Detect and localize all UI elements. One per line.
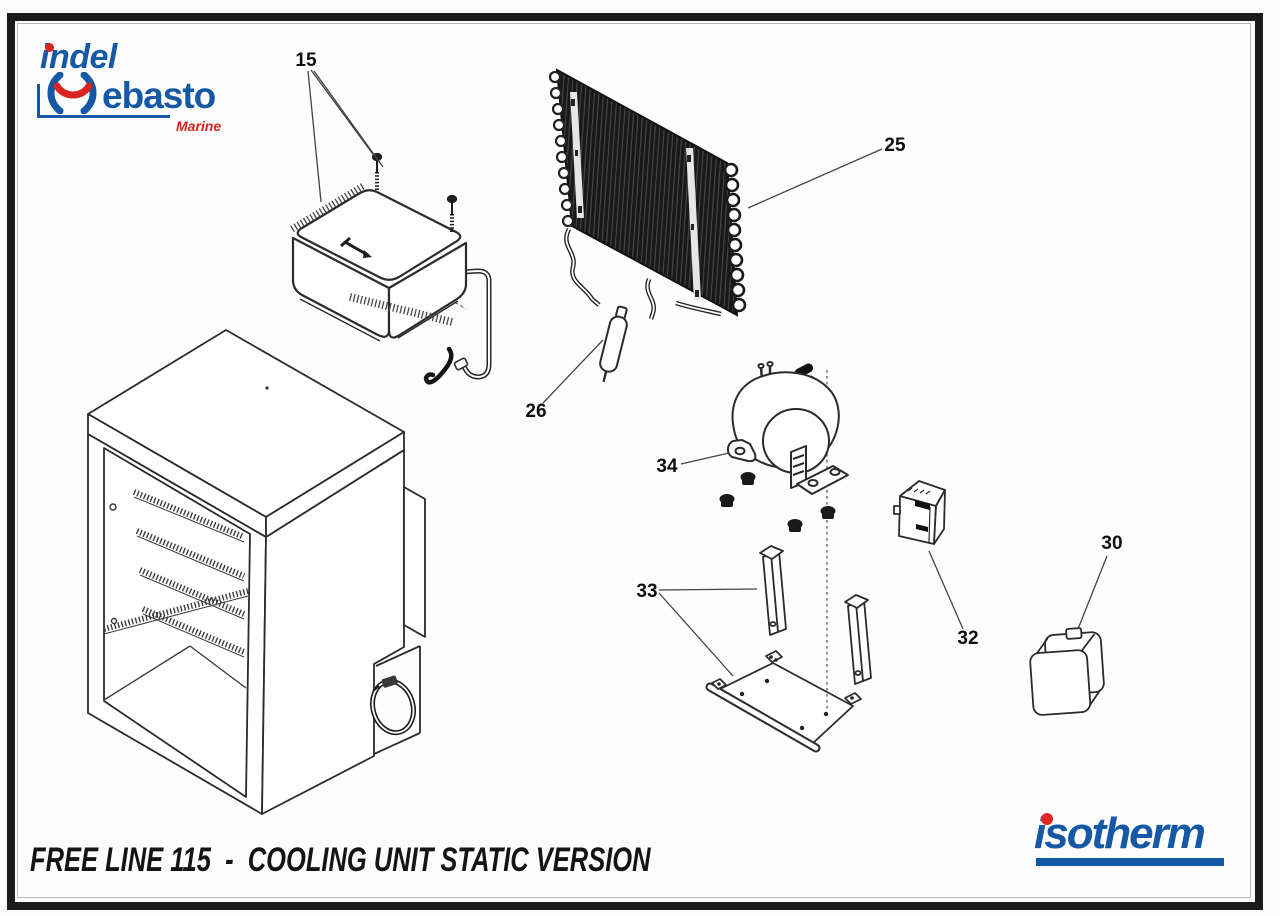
drawing-title: FREE LINE 115 - COOLING UNIT STATIC VERS… [30, 841, 651, 879]
indel-webasto-logo: indel ebasto Marine [36, 40, 246, 140]
part-label-33: 33 [636, 581, 657, 602]
isotherm-i-red-dot-icon [1041, 813, 1053, 825]
rubber-grommets [719, 472, 836, 532]
compressor [719, 361, 849, 532]
top-face-mark [265, 386, 269, 390]
electronic-control-unit [893, 480, 946, 545]
isotherm-wordmark: isotherm [1034, 809, 1206, 858]
condenser-tubes [564, 227, 722, 320]
logo-rule [37, 84, 170, 118]
part-label-26: 26 [525, 401, 546, 422]
cooling-unit-recess [373, 645, 421, 755]
part-label-34: 34 [656, 456, 678, 477]
isotherm-logo: isotherm [1034, 812, 1229, 878]
webasto-w-icon [47, 72, 97, 114]
base-plate [705, 650, 862, 753]
drawing-sheet-inner-border [17, 23, 1251, 898]
part-label-15: 15 [295, 50, 317, 71]
condenser-grid [548, 68, 747, 320]
condenser-right-bends [723, 162, 747, 313]
mounting-rail-1 [759, 545, 787, 636]
capillary-hook [423, 346, 454, 385]
mounting-rails-and-plate [705, 545, 872, 753]
isotherm-underline [1036, 858, 1224, 866]
cover-box [1029, 627, 1105, 716]
drier-filter [599, 305, 628, 383]
fixing-screw-top [340, 236, 372, 258]
part-label-32: 32 [957, 628, 978, 649]
evaporator-tube [423, 268, 492, 385]
refrigerator-cabinet [87, 329, 426, 815]
part-label-25: 25 [884, 135, 906, 156]
condenser-bracket-slots [570, 92, 701, 300]
mounting-screw-2 [446, 194, 458, 233]
shelf-rails [103, 489, 249, 655]
tube-coil [370, 675, 416, 736]
webasto-wordmark-text: ebasto [102, 75, 216, 116]
marine-tagline: Marine [176, 118, 222, 134]
condenser-left-bends [548, 70, 575, 228]
part-label-30: 30 [1101, 533, 1122, 554]
indel-i-red-dot-icon [45, 43, 54, 52]
mounting-rail-2 [844, 594, 872, 685]
webasto-wordmark: ebasto [44, 72, 216, 116]
evaporator-assembly [290, 152, 492, 385]
part-leader-lines [307, 69, 1108, 677]
